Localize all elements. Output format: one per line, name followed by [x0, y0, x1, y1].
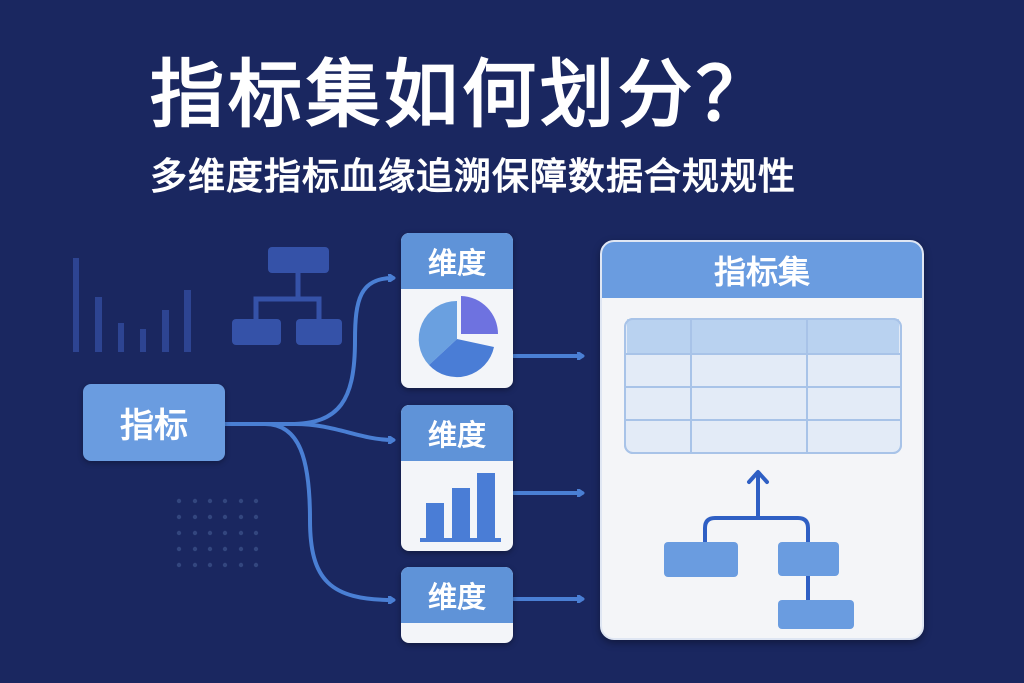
decorative-org-chart-icon — [232, 247, 342, 345]
dimension-card-plain[interactable]: 维度 — [401, 567, 513, 643]
lineage-connectors — [223, 278, 582, 600]
page-title: 指标集如何划分？ — [150, 52, 774, 138]
dimension-card-bar[interactable]: 维度 — [401, 405, 513, 551]
metric-node[interactable]: 指标 — [83, 384, 225, 461]
metric-set-header: 指标集 — [602, 242, 922, 298]
dimension-card-header: 维度 — [401, 405, 513, 461]
dimension-card-header: 维度 — [401, 233, 513, 289]
dimension-card-pie[interactable]: 维度 — [401, 233, 513, 388]
metric-set-body — [624, 318, 902, 629]
decorative-dot-grid — [176, 498, 259, 568]
metric-set-panel[interactable]: 指标集 — [600, 240, 924, 640]
pie-chart-icon — [418, 296, 498, 378]
decorative-bar-chart-icon — [73, 258, 191, 352]
page-subtitle: 多维度指标血缘追溯保障数据合规规性 — [150, 155, 796, 198]
table-icon — [624, 318, 902, 454]
bar-chart-icon — [420, 473, 501, 542]
dimension-card-header: 维度 — [401, 567, 513, 623]
hierarchy-tree-icon — [664, 470, 854, 629]
